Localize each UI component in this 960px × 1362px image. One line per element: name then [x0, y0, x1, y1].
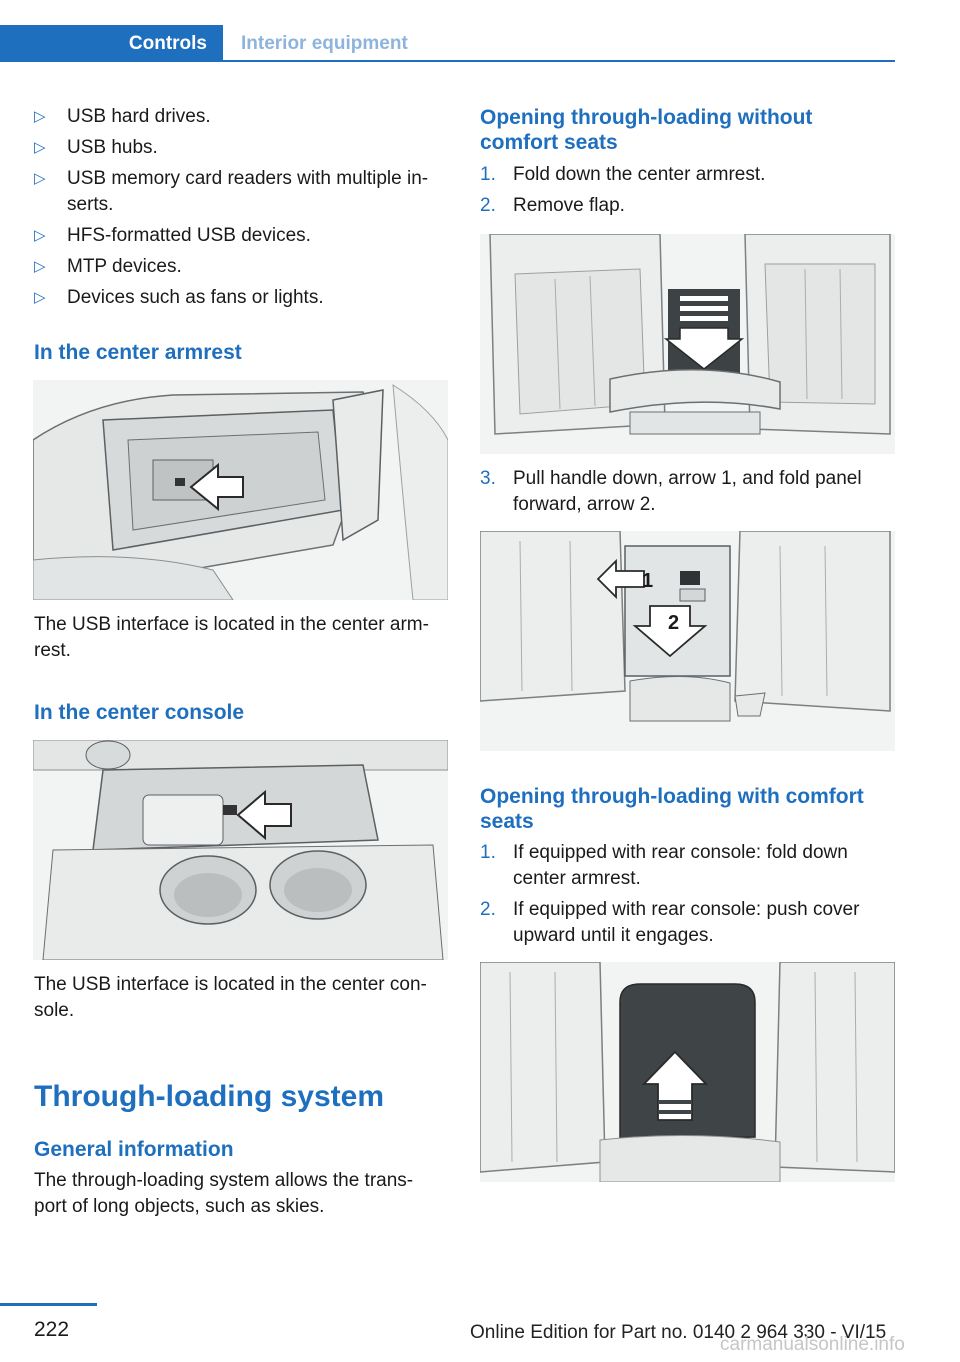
step-number: 1.	[480, 842, 496, 863]
triangle-bullet-icon: ▷	[34, 289, 46, 306]
step-item: 3. Pull handle down, arrow 1, and fold pa…	[480, 466, 900, 518]
list-item-text: USB hubs.	[67, 137, 158, 158]
list-item-text: USB hard drives.	[67, 106, 211, 127]
step-number: 2.	[480, 195, 496, 216]
armrest-caption-line2: rest.	[34, 640, 71, 661]
rear-seat-flap-illustration	[480, 234, 895, 454]
list-item: ▷ USB memory card readers with multiple i…	[34, 166, 454, 218]
step-text-line1: If equipped with rear console: push cove…	[513, 899, 860, 920]
page-number: 222	[34, 1318, 70, 1341]
list-item-text: MTP devices.	[67, 256, 182, 277]
section-tab-interior-equipment-label: Interior equipment	[241, 32, 408, 54]
armrest-heading: In the center armrest	[34, 341, 242, 364]
step-text: Fold down the center armrest.	[513, 164, 766, 185]
list-item: ▷ HFS-formatted USB devices.	[34, 223, 454, 249]
triangle-bullet-icon: ▷	[34, 108, 46, 125]
handle-panel-illustration: 1 2	[480, 531, 895, 751]
section-tab-interior-equipment[interactable]: Interior equipment	[241, 25, 408, 62]
list-item: ▷ USB hard drives.	[34, 104, 454, 130]
down-arrow-icon	[663, 327, 745, 370]
console-caption-line1: The USB interface is located in the cent…	[34, 974, 427, 995]
section-tab-controls[interactable]: Controls	[0, 25, 223, 62]
list-item: ▷ USB hubs.	[34, 135, 454, 161]
list-item: ▷ Devices such as fans or lights.	[34, 285, 454, 311]
without-comfort-steps: 1. Fold down the center armrest. 2. Remove…	[480, 162, 900, 224]
console-caption: The USB interface is located in the cent…	[34, 972, 454, 1024]
usb-unsupported-list: ▷ USB hard drives. ▷ USB hubs. ▷ USB memory…	[34, 104, 454, 316]
step-item: 1. If equipped with rear console: fold do…	[480, 840, 900, 892]
header-divider	[0, 60, 895, 62]
center-console-usb-illustration	[33, 740, 448, 960]
list-item: ▷ MTP devices.	[34, 254, 454, 280]
step-text-line1: If equipped with rear console: fold down	[513, 842, 848, 863]
console-caption-line2: sole.	[34, 1000, 75, 1021]
through-loading-heading: Through-loading system	[34, 1080, 385, 1113]
general-information-text: The through-loading system allows the tr…	[34, 1168, 454, 1220]
list-item-text: Devices such as fans or lights.	[67, 287, 324, 308]
with-comfort-steps: 1. If equipped with rear console: fold do…	[480, 840, 900, 954]
step-text-line2: upward until it engages.	[513, 925, 714, 946]
left-arrow-icon	[596, 558, 645, 600]
down-arrow-icon	[632, 605, 708, 658]
step-text-line2: center armrest.	[513, 868, 641, 889]
without-comfort-heading-line2: comfort seats	[480, 131, 618, 154]
step-item: 1. Fold down the center armrest.	[480, 162, 900, 188]
step-text-line2: forward, arrow 2.	[513, 494, 656, 515]
edition-text: Online Edition for Part no. 0140 2 964 3…	[470, 1322, 887, 1343]
section-tab-controls-label: Controls	[128, 32, 207, 54]
step-item: 2. If equipped with rear console: push co…	[480, 897, 900, 949]
step-3: 3. Pull handle down, arrow 1, and fold pa…	[480, 466, 900, 523]
push-cover-illustration	[480, 962, 895, 1182]
general-text-line1: The through-loading system allows the tr…	[34, 1170, 414, 1191]
center-armrest-usb-illustration	[33, 380, 448, 600]
arrow-label-1: 1	[642, 570, 653, 592]
triangle-bullet-icon: ▷	[34, 139, 46, 156]
step-text: Remove flap.	[513, 195, 625, 216]
triangle-bullet-icon: ▷	[34, 227, 46, 244]
page-header: Controls Interior equipment	[0, 25, 895, 62]
general-information-heading: General information	[34, 1138, 234, 1161]
step-number: 3.	[480, 468, 496, 489]
pointer-arrow-icon	[236, 789, 292, 841]
step-number: 1.	[480, 164, 496, 185]
list-item-text: USB memory card readers with multiple in…	[67, 168, 429, 215]
with-comfort-heading-line1: Opening through-loading with comfort	[480, 785, 864, 808]
step-item: 2. Remove flap.	[480, 193, 900, 219]
step-number: 2.	[480, 899, 496, 920]
without-comfort-heading-line1: Opening through-loading without	[480, 106, 813, 129]
triangle-bullet-icon: ▷	[34, 170, 46, 187]
arrow-label-2: 2	[668, 612, 679, 634]
list-item-text: HFS-formatted USB devices.	[67, 225, 311, 246]
console-heading: In the center console	[34, 701, 245, 724]
armrest-caption-line1: The USB interface is located in the cent…	[34, 614, 429, 635]
watermark: carmanualsonline.info	[720, 1334, 905, 1355]
general-text-line2: port of long objects, such as skies.	[34, 1196, 325, 1217]
armrest-caption: The USB interface is located in the cent…	[34, 612, 454, 664]
step-text-line1: Pull handle down, arrow 1, and fold pane…	[513, 468, 862, 489]
triangle-bullet-icon: ▷	[34, 258, 46, 275]
pointer-arrow-icon	[189, 462, 244, 512]
with-comfort-heading-line2: seats	[480, 810, 534, 833]
footer-rule	[0, 1303, 97, 1306]
